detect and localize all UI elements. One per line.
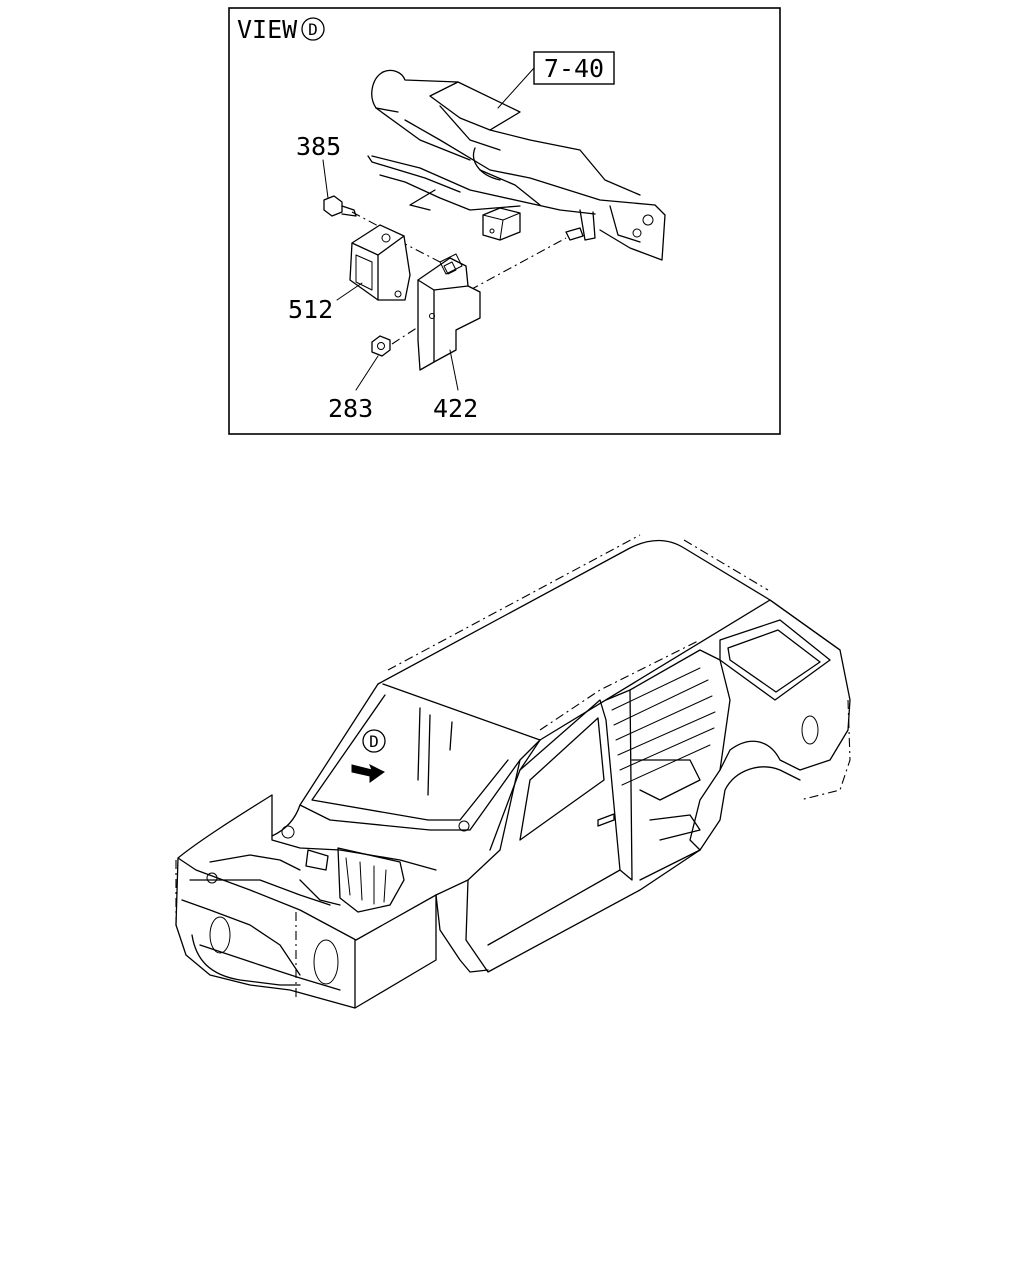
leader-283 [355, 355, 379, 391]
leader-422 [449, 349, 459, 391]
bracket-axis [469, 237, 567, 291]
callout-283: 283 [328, 394, 373, 423]
view-marker-letter: D [308, 20, 318, 39]
bolt-385: 385 [296, 132, 357, 217]
view-title: VIEW [237, 15, 298, 44]
leader-385 [322, 159, 329, 199]
cowl-frame-structure [367, 69, 666, 261]
detail-view: VIEW D 7-40 [228, 7, 781, 435]
front-door [487, 699, 621, 946]
detail-view-frame [228, 7, 781, 435]
callout-385: 385 [296, 132, 341, 161]
view-marker-circle [301, 17, 325, 41]
view-direction-arrow [351, 763, 385, 783]
leader-512 [336, 282, 363, 301]
door-handle [597, 813, 615, 827]
rear-quarter-window [719, 619, 831, 701]
module-512: 512 [288, 224, 411, 324]
nut-283: 283 [328, 335, 391, 423]
rear-quarter [719, 599, 851, 771]
roof-line [377, 539, 771, 685]
windshield [299, 683, 541, 831]
module-axis [381, 231, 441, 263]
front-end [175, 794, 356, 1009]
vehicle-body: D [175, 534, 851, 1009]
callout-422: 422 [433, 394, 478, 423]
a-pillar [435, 759, 521, 896]
callout-512: 512 [288, 295, 333, 324]
vehicle-view-marker-letter: D [369, 732, 379, 751]
ref-label: 7-40 [544, 54, 604, 83]
bolt-axis [351, 211, 383, 229]
front-door-window [519, 717, 605, 841]
ref-leader [497, 67, 535, 109]
engine-bay-panel [337, 847, 405, 913]
rear-door-opening [629, 649, 731, 881]
vehicle-view-marker-circle [362, 729, 386, 753]
bracket-422: 422 [417, 253, 481, 423]
